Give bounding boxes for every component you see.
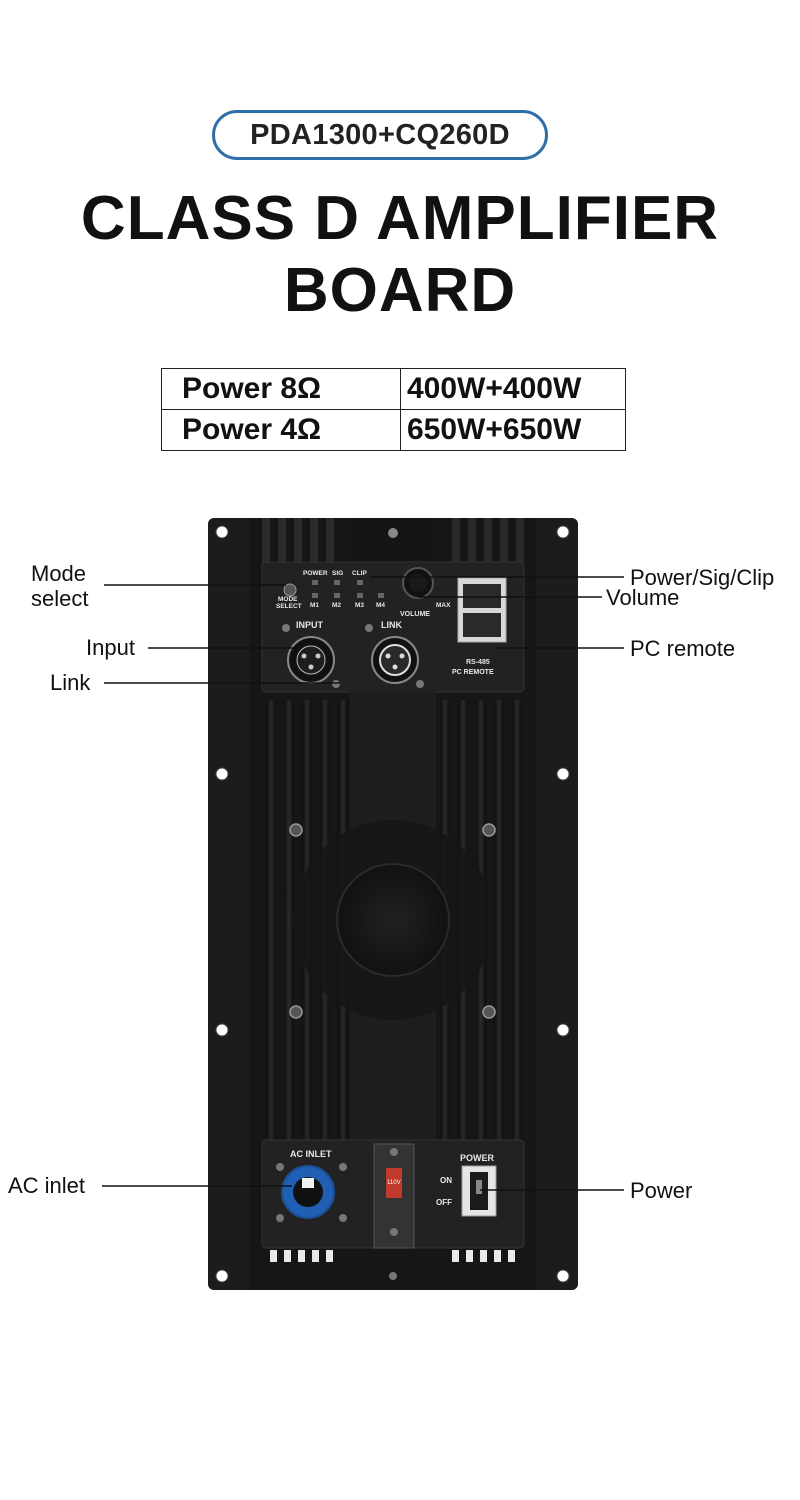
headline-line-1: CLASS D AMPLIFIER: [80, 184, 720, 253]
sig-led-silk: SIG: [332, 570, 343, 577]
m2-silk: M2: [332, 602, 341, 609]
voltage-selector: [386, 1168, 402, 1198]
spec-value: 650W+650W: [400, 409, 626, 451]
model-text: PDA1300+CQ260D: [250, 118, 510, 151]
callout-ac-inlet: AC inlet: [8, 1173, 86, 1198]
spec-table: Power 8Ω 400W+400W Power 4Ω 650W+650W: [161, 368, 626, 451]
callout-power: Power: [630, 1178, 693, 1203]
model-badge: PDA1300+CQ260D: [212, 110, 548, 160]
power-switch-silk: POWER: [460, 1153, 495, 1163]
callout-pc-remote: PC remote: [630, 636, 736, 661]
spec-row: Power 4Ω 650W+650W: [161, 409, 626, 451]
volume-silk: VOLUME: [400, 611, 430, 618]
spec-value: 400W+400W: [400, 368, 626, 410]
m3-silk: M3: [355, 602, 364, 609]
select-silk: SELECT: [276, 603, 302, 610]
mounting-holes: [215, 525, 570, 1283]
callout-input: Input: [86, 635, 135, 660]
off-silk: OFF: [436, 1198, 452, 1207]
headline-line-2: BOARD: [283, 256, 517, 325]
led-indicators: [312, 580, 384, 598]
pc-remote-silk: PC REMOTE: [452, 669, 494, 676]
cooling-fan: [336, 863, 450, 977]
link-silk: LINK: [381, 620, 402, 630]
fin-screws: [289, 823, 496, 1019]
power-led-silk: POWER: [303, 570, 328, 577]
m1-silk: M1: [310, 602, 319, 609]
input-silk: INPUT: [296, 620, 324, 630]
voltage-text: 110V: [387, 1180, 401, 1186]
mode-silk: MODE: [278, 596, 298, 603]
max-silk: MAX: [436, 602, 451, 609]
ac-inlet-silk: AC INLET: [290, 1149, 332, 1159]
clip-led-silk: CLIP: [352, 570, 367, 577]
callout-link: Link: [50, 670, 91, 695]
m4-silk: M4: [376, 602, 385, 609]
on-silk: ON: [440, 1176, 452, 1185]
callout-volume: Volume: [606, 585, 680, 610]
rs485-silk: RS-485: [466, 659, 490, 666]
callout-mode-select: Mode select: [31, 561, 89, 611]
spec-label: Power 4Ω: [161, 409, 401, 451]
mode-select-button: [283, 583, 297, 597]
callout-power-sig-clip: Power/Sig/Clip: [630, 565, 775, 590]
